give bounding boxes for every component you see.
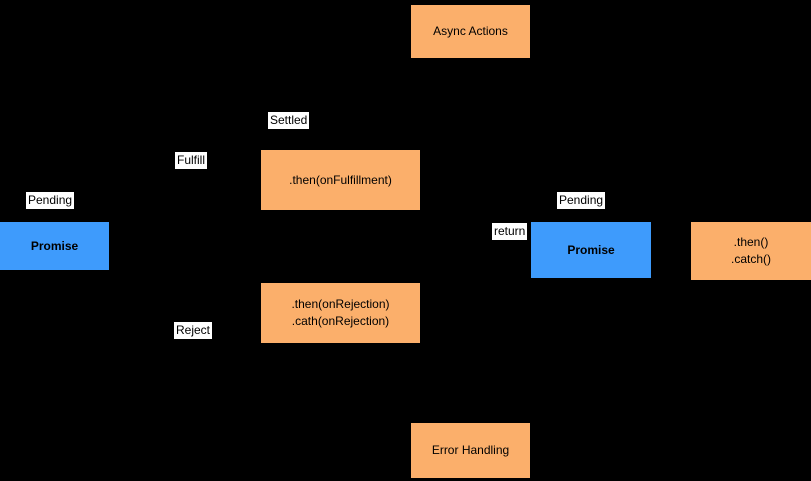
node-promise-initial-line-0: Promise bbox=[30, 238, 79, 253]
edge-label-settled: Settled bbox=[268, 112, 310, 129]
node-then-catch-on-rejection-line-0: .then(onRejection) bbox=[291, 297, 390, 311]
node-then-catch-line-1: .catch() bbox=[730, 252, 771, 266]
node-then-catch-on-rejection-line-1: .cath(onRejection) bbox=[291, 314, 390, 328]
edge-label-reject: Reject bbox=[174, 322, 213, 339]
node-then-catch-line-0: .then() bbox=[733, 235, 769, 249]
edge-label-pending-returned: Pending bbox=[557, 192, 606, 209]
edge-label-pending-initial: Pending bbox=[26, 192, 75, 209]
node-promise-initial[interactable]: Promise bbox=[0, 222, 109, 270]
node-promise-returned[interactable]: Promise bbox=[531, 222, 651, 278]
node-async-actions[interactable]: Async Actions bbox=[411, 5, 530, 58]
node-then-catch-on-rejection[interactable]: .then(onRejection) .cath(onRejection) bbox=[261, 283, 420, 343]
node-then-on-fulfillment-line-0: .then(onFulfillment) bbox=[289, 172, 392, 187]
node-error-handling-line-0: Error Handling bbox=[431, 443, 510, 457]
node-async-actions-line-0: Async Actions bbox=[433, 24, 508, 38]
edge-label-return: return bbox=[492, 223, 528, 240]
node-then-catch[interactable]: .then() .catch() bbox=[691, 222, 811, 280]
node-then-on-fulfillment[interactable]: .then(onFulfillment) bbox=[261, 150, 420, 210]
node-error-handling[interactable]: Error Handling bbox=[411, 423, 530, 478]
edge-label-fulfill: Fulfill bbox=[175, 152, 208, 169]
node-promise-returned-line-0: Promise bbox=[567, 242, 615, 257]
